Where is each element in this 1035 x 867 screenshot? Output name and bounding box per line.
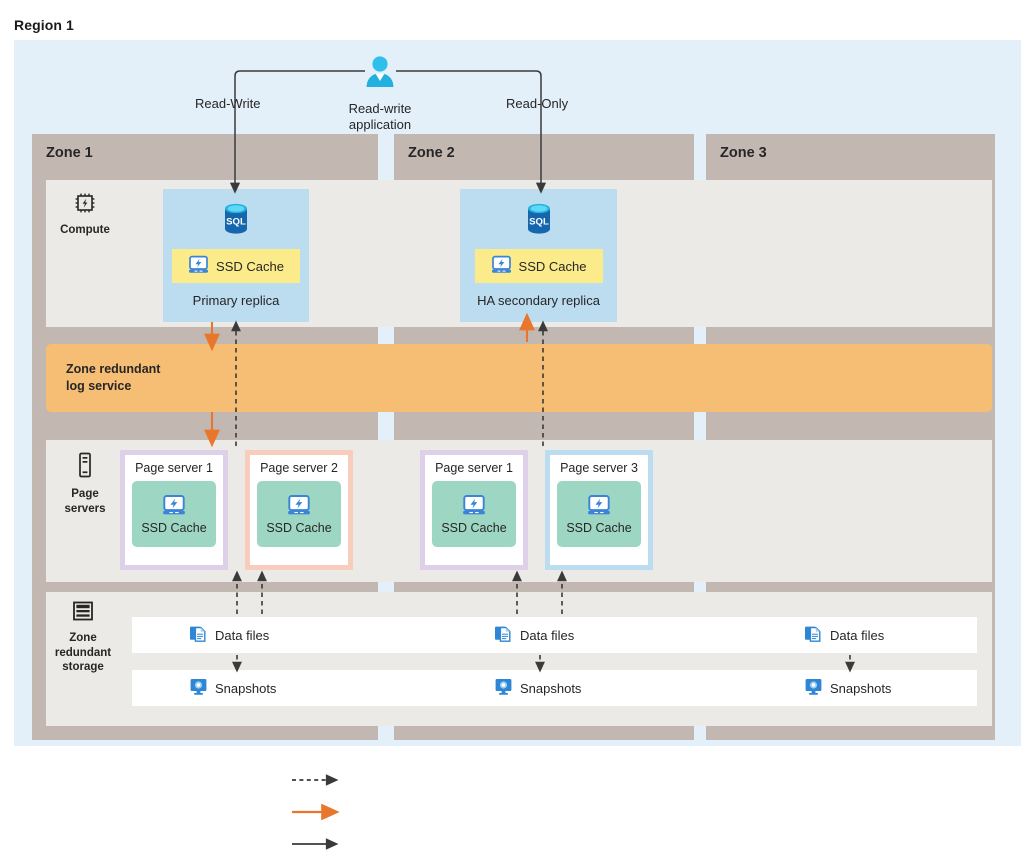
primary-ssd-cache-label: SSD Cache: [216, 258, 284, 274]
ssd-drive-icon: [491, 255, 512, 277]
zone-header-3: Zone 3: [706, 134, 995, 172]
data-files-label: Data files: [520, 627, 575, 643]
ha-secondary-replica-name: HA secondary replica: [477, 293, 600, 308]
snapshots-row: Snapshots Snapshots: [132, 670, 977, 706]
ssd-drive-icon: [462, 494, 486, 519]
legend-arrows: [292, 774, 340, 850]
page-server-cache-label: SSD Cache: [141, 520, 207, 535]
page-server-ssd-cache: SSD Cache: [257, 481, 341, 547]
page-title: Region 1: [14, 17, 74, 33]
data-files-label: Data files: [215, 627, 270, 643]
zone-redundant-log-service: Zone redundant log service: [46, 344, 992, 412]
sql-database-icon: SQL: [524, 202, 554, 241]
ha-ssd-cache: SSD Cache: [474, 249, 603, 283]
primary-replica-card[interactable]: SQL SSD Cache Primary replica: [163, 189, 309, 322]
server-icon: [48, 452, 122, 482]
page-server-card-3[interactable]: Page server 1 SSD Cache: [420, 450, 528, 570]
snapshots-label: Snapshots: [215, 680, 277, 696]
log-service-label-line1: Zone redundant: [66, 362, 161, 377]
storage-stack-icon: [46, 600, 120, 626]
page-server-ssd-cache: SSD Cache: [132, 481, 216, 547]
ssd-drive-icon: [287, 494, 311, 519]
zone-label-2: Zone 2: [408, 145, 455, 161]
page-server-name: Page server 2: [260, 461, 338, 475]
page-server-name: Page server 3: [560, 461, 638, 475]
data-files-icon: [189, 624, 208, 646]
page-server-card-1[interactable]: Page server 1 SSD Cache: [120, 450, 228, 570]
ssd-drive-icon: [587, 494, 611, 519]
storage-label-line1: Zone: [69, 632, 97, 645]
page-servers-row-label: Page servers: [48, 452, 122, 516]
ssd-drive-icon: [188, 255, 209, 277]
snapshots-icon: [494, 677, 513, 699]
page-server-cache-label: SSD Cache: [566, 520, 632, 535]
snapshots-cell-zone1[interactable]: Snapshots: [189, 670, 276, 706]
page-server-ssd-cache: SSD Cache: [432, 481, 516, 547]
compute-row-label: Compute: [48, 192, 122, 238]
snapshots-icon: [189, 677, 208, 699]
page-server-name: Page server 1: [135, 461, 213, 475]
ssd-drive-icon: [162, 494, 186, 519]
snapshots-label: Snapshots: [520, 680, 582, 696]
zone-label-3: Zone 3: [720, 145, 767, 161]
page-servers-label-line1: Page: [71, 488, 99, 501]
snapshots-label: Snapshots: [830, 680, 892, 696]
data-files-icon: [804, 624, 823, 646]
read-only-edge-label: Read-Only: [506, 96, 569, 111]
primary-ssd-cache: SSD Cache: [172, 249, 300, 283]
storage-row-label: Zone redundant storage: [46, 600, 120, 675]
page-server-cache-label: SSD Cache: [441, 520, 507, 535]
zone-header-1: Zone 1: [32, 134, 378, 172]
page-servers-label-line2: servers: [64, 502, 106, 515]
ha-ssd-cache-label: SSD Cache: [518, 258, 587, 274]
read-write-application-caption: Read-write application: [332, 101, 428, 134]
cpu-chip-icon: [48, 192, 122, 218]
primary-replica-name: Primary replica: [192, 293, 280, 308]
legend: Non-covering SSD cache Covering SSD cach…: [0, 758, 1035, 867]
snapshots-icon: [804, 677, 823, 699]
page-server-card-2[interactable]: Page server 2 SSD Cache: [245, 450, 353, 570]
data-files-cell-zone1[interactable]: Data files: [189, 617, 269, 653]
data-files-label: Data files: [830, 627, 885, 643]
data-files-icon: [494, 624, 513, 646]
log-service-label: Zone redundant log service: [46, 361, 160, 395]
snapshots-cell-zone3[interactable]: Snapshots: [804, 670, 891, 706]
data-files-cell-zone3[interactable]: Data files: [804, 617, 884, 653]
compute-label-text: Compute: [60, 224, 110, 237]
user-icon: [360, 56, 400, 97]
app-label-line2: application: [348, 117, 412, 133]
snapshots-cell-zone2[interactable]: Snapshots: [494, 670, 581, 706]
data-files-row: Data files Data files: [132, 617, 977, 653]
read-write-edge-label: Read-Write: [195, 96, 261, 111]
sql-database-icon: SQL: [221, 202, 251, 241]
svg-text:SQL: SQL: [529, 217, 549, 228]
zone-header-2: Zone 2: [394, 134, 694, 172]
read-write-application[interactable]: Read-write application: [332, 53, 428, 134]
app-label-line1: Read-write: [348, 101, 412, 116]
ha-secondary-replica-card[interactable]: SQL SSD Cache HA secondary replica: [460, 189, 617, 322]
storage-label-line3: storage: [62, 661, 104, 674]
page-server-ssd-cache: SSD Cache: [557, 481, 641, 547]
zone-label-1: Zone 1: [46, 145, 93, 161]
storage-label-line2: redundant: [54, 646, 112, 659]
page-server-card-4[interactable]: Page server 3 SSD Cache: [545, 450, 653, 570]
svg-text:SQL: SQL: [226, 217, 246, 228]
page-server-cache-label: SSD Cache: [266, 520, 332, 535]
data-files-cell-zone2[interactable]: Data files: [494, 617, 574, 653]
log-service-label-line2: log service: [66, 379, 132, 393]
page-server-name: Page server 1: [435, 461, 513, 475]
